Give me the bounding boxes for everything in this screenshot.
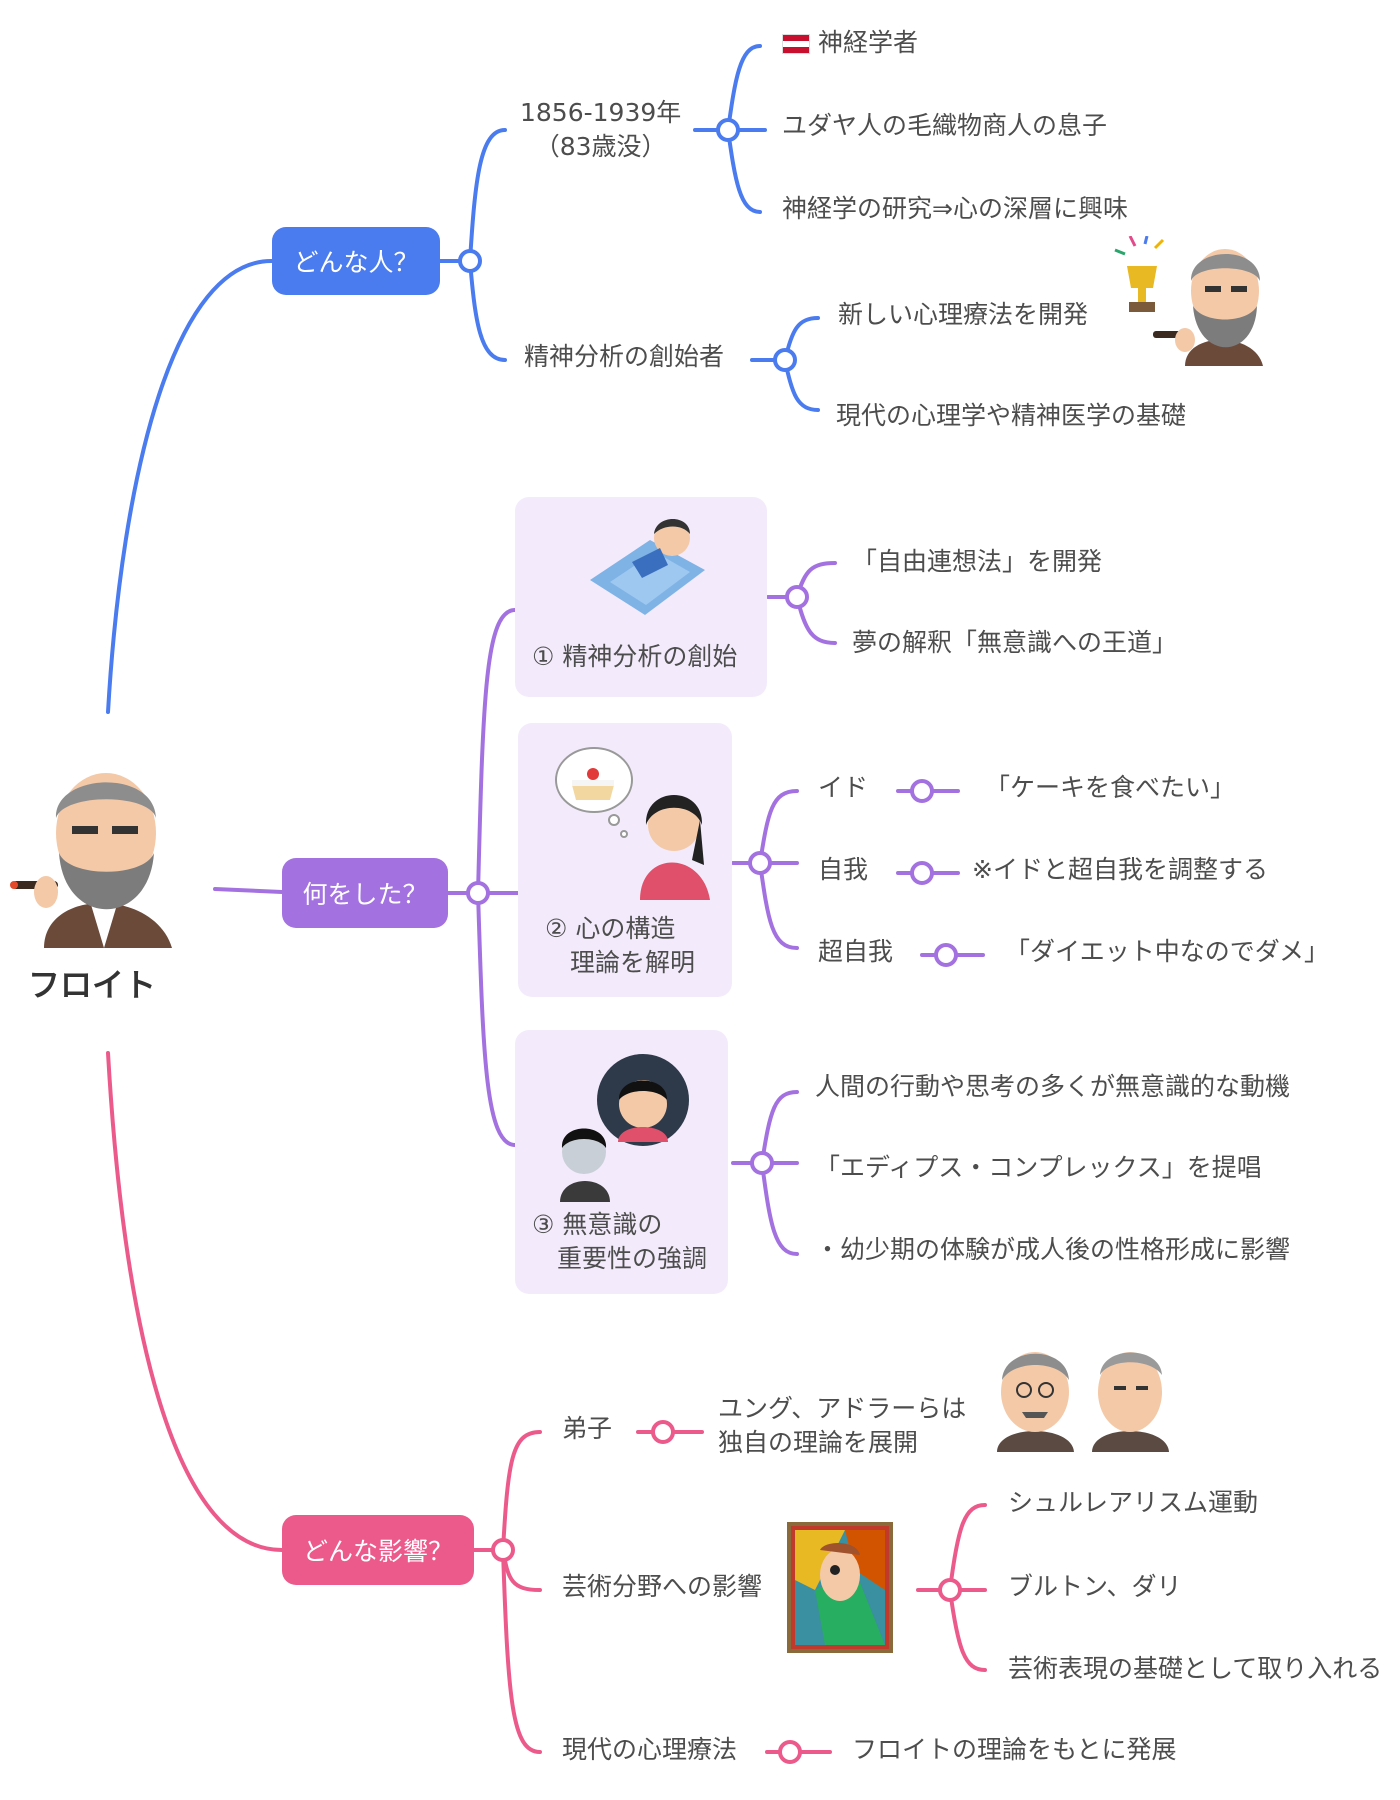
founder-label: 精神分析の創始者 <box>524 342 725 371</box>
cake-thought-illustration <box>555 747 710 900</box>
cubist-painting-illustration <box>787 1522 893 1653</box>
disciples-portraits-illustration <box>997 1352 1169 1452</box>
card-psychoanalysis-label: ① 精神分析の創始 <box>532 642 738 671</box>
neurologist-label: 神経学者 <box>782 26 918 60</box>
research-interest-label: 神経学の研究⇒心の深層に興味 <box>782 194 1128 223</box>
life-span-label: 1856-1939年 （83歳没） <box>520 98 682 161</box>
childhood-experience-label: ・幼少期の体験が成人後の性格形成に影響 <box>815 1235 1291 1264</box>
breton-dali-label: ブルトン、ダリ <box>1008 1572 1182 1601</box>
family-background-label: ユダヤ人の毛織物商人の息子 <box>782 111 1108 140</box>
surrealism-label: シュルレアリスム運動 <box>1008 1488 1259 1517</box>
modern-therapy-label: 現代の心理療法 <box>562 1735 738 1764</box>
patient-couch-illustration <box>590 519 705 615</box>
id-description: 「ケーキを食べたい」 <box>985 773 1236 802</box>
ego-term: 自我 <box>818 855 869 884</box>
superego-term: 超自我 <box>818 937 894 966</box>
card-unconscious-label: ③ 無意識の 重要性の強調 <box>532 1210 708 1273</box>
freud-trophy-illustration <box>1114 236 1263 366</box>
ego-description: ※イドと超自我を調整する <box>972 855 1268 884</box>
card-mind-structure-label: ② 心の構造 理論を解明 <box>545 914 696 977</box>
freud-portrait-illustration <box>10 773 172 948</box>
root-node-label: フロイト <box>28 966 157 1004</box>
branch-influence-node[interactable]: どんな影響？ <box>282 1515 474 1585</box>
modern-psychology-label: 現代の心理学や精神医学の基礎 <box>836 401 1187 430</box>
oedipus-complex-label: 「エディプス・コンプレックス」を提唱 <box>815 1153 1262 1182</box>
id-term: イド <box>818 773 869 802</box>
new-therapy-label: 新しい心理療法を開発 <box>838 300 1089 329</box>
modern-therapy-description: フロイトの理論をもとに発展 <box>852 1735 1177 1764</box>
free-association-label: 「自由連想法」を開発 <box>852 547 1103 576</box>
disciples-description: ユング、アドラーらは 独自の理論を展開 <box>718 1394 967 1457</box>
dream-interpretation-label: 夢の解釈「無意識への王道」 <box>852 628 1178 657</box>
anxiety-illustration <box>560 1054 689 1202</box>
branch-who-node[interactable]: どんな人？ <box>272 227 440 295</box>
superego-description: 「ダイエット中なのでダメ」 <box>1005 937 1330 966</box>
austria-flag-icon <box>782 34 810 54</box>
unconscious-motive-label: 人間の行動や思考の多くが無意識的な動機 <box>815 1072 1291 1101</box>
art-influence-label: 芸術分野への影響 <box>562 1572 763 1601</box>
branch-did-node[interactable]: 何をした？ <box>282 858 448 928</box>
artistic-foundation-label: 芸術表現の基礎として取り入れる <box>1008 1654 1383 1683</box>
disciples-label: 弟子 <box>562 1414 613 1443</box>
